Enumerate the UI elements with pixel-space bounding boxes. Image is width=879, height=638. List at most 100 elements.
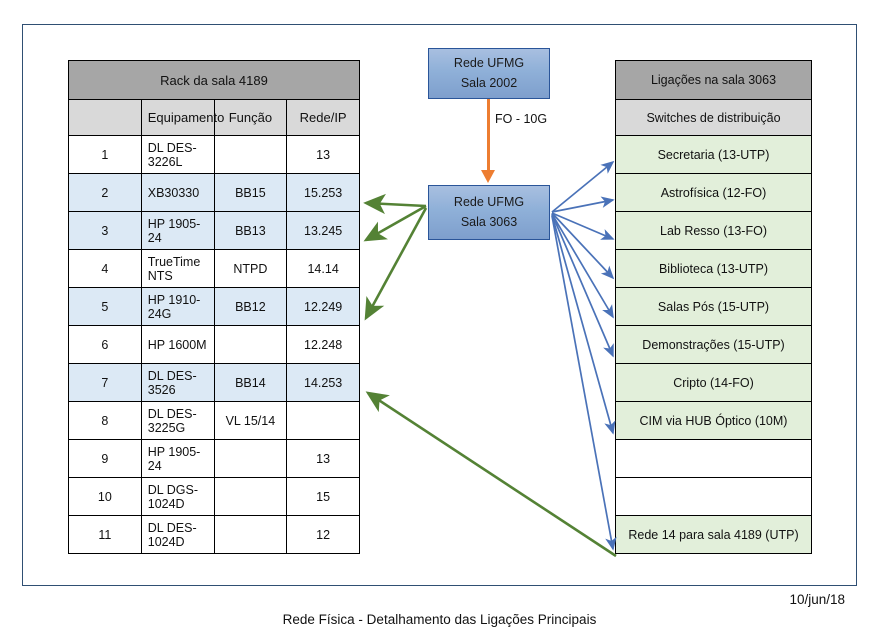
switch-row-label[interactable]: CIM via HUB Óptico (10M) [615, 401, 812, 440]
rack-cell-rede_ip: 13 [286, 439, 360, 478]
list-item: Astrofísica (12-FO) [615, 173, 812, 212]
node-2002-line1: Rede UFMG [453, 56, 525, 71]
list-item: Lab Resso (13-FO) [615, 211, 812, 250]
list-item: Rede 14 para sala 4189 (UTP) [615, 515, 812, 554]
rack-cell-rede_ip: 14.14 [286, 249, 360, 288]
rack-cell-idx: 10 [68, 477, 142, 516]
node-2002-line2: Sala 2002 [460, 75, 518, 90]
switch-row-label[interactable]: Secretaria (13-UTP) [615, 135, 812, 174]
table-header-row: Ligações na sala 3063 [615, 60, 812, 100]
rack-cell-idx: 9 [68, 439, 142, 478]
list-item [615, 439, 812, 478]
rack-cell-equipamento: DL DES-1024D [140, 515, 215, 554]
rack-cell-idx: 5 [68, 287, 142, 326]
rack-cell-rede_ip: 15 [286, 477, 360, 516]
diagram-caption: Rede Física - Detalhamento das Ligações … [282, 612, 597, 627]
rack-cell-idx: 11 [68, 515, 142, 554]
rack-cell-funcao: BB14 [213, 363, 288, 402]
node-rede-ufmg-sala-2002[interactable]: Rede UFMG Sala 2002 [428, 48, 550, 99]
switch-row-label[interactable]: Biblioteca (13-UTP) [615, 249, 812, 288]
ligacoes-table-subtitle: Switches de distribuição [615, 99, 812, 136]
date-label: 10/jun/18 [789, 592, 845, 607]
switch-row-label[interactable]: Lab Resso (13-FO) [615, 211, 812, 250]
list-item: Salas Pós (15-UTP) [615, 287, 812, 326]
node-rede-ufmg-sala-3063[interactable]: Rede UFMG Sala 3063 [428, 185, 550, 240]
rack-cell-idx: 7 [68, 363, 142, 402]
rack-cell-funcao: NTPD [213, 249, 288, 288]
rack-cell-equipamento: HP 1905-24 [140, 439, 215, 478]
switch-row-label[interactable]: Cripto (14-FO) [615, 363, 812, 402]
rack-cell-idx: 3 [68, 211, 142, 250]
rack-cell-funcao: BB13 [213, 211, 288, 250]
list-item: Cripto (14-FO) [615, 363, 812, 402]
rack-cell-equipamento: DL DES-3225G [140, 401, 215, 440]
ligacoes-table-title: Ligações na sala 3063 [615, 60, 812, 100]
rack-cell-equipamento: DL DES-3226L [140, 135, 215, 174]
list-item: Biblioteca (13-UTP) [615, 249, 812, 288]
rack-cell-rede_ip: 12.249 [286, 287, 360, 326]
rack-col-header-2: Função [213, 99, 288, 136]
rack-cell-rede_ip [286, 401, 360, 440]
rack-cell-funcao [213, 477, 288, 516]
list-item: CIM via HUB Óptico (10M) [615, 401, 812, 440]
rack-cell-idx: 6 [68, 325, 142, 364]
rack-cell-equipamento: DL DES-3526 [140, 363, 215, 402]
rack-cell-funcao [213, 439, 288, 478]
rack-cell-rede_ip: 12.248 [286, 325, 360, 364]
rack-cell-funcao [213, 135, 288, 174]
switch-row-label[interactable]: Astrofísica (12-FO) [615, 173, 812, 212]
rack-cell-funcao [213, 515, 288, 554]
rack-cell-funcao [213, 325, 288, 364]
table-subheader-row: Switches de distribuição [615, 99, 812, 136]
rack-cell-equipamento: DL DGS-1024D [140, 477, 215, 516]
uplink-line-fo-10g [487, 99, 490, 172]
uplink-arrowhead-icon [481, 170, 495, 183]
rack-cell-funcao: BB15 [213, 173, 288, 212]
rack-cell-rede_ip: 13.245 [286, 211, 360, 250]
list-item [615, 477, 812, 516]
table-header-row: Rack da sala 4189 [68, 60, 360, 100]
rack-table-title: Rack da sala 4189 [68, 60, 360, 100]
switch-row-label[interactable]: Salas Pós (15-UTP) [615, 287, 812, 326]
rack-cell-equipamento: XB30330 [140, 173, 215, 212]
rack-col-header-1: Equipamento [140, 99, 224, 136]
node-3063-line2: Sala 3063 [460, 214, 518, 229]
rack-cell-rede_ip: 12 [286, 515, 360, 554]
switch-row-empty [615, 439, 812, 478]
rack-cell-rede_ip: 13 [286, 135, 360, 174]
rack-cell-equipamento: HP 1910-24G [140, 287, 215, 326]
list-item: Secretaria (13-UTP) [615, 135, 812, 174]
rack-cell-rede_ip: 14.253 [286, 363, 360, 402]
rack-col-header-3: Rede/IP [286, 99, 360, 136]
rack-cell-idx: 8 [68, 401, 142, 440]
rack-col-header-0 [68, 99, 142, 136]
switch-row-label[interactable]: Rede 14 para sala 4189 (UTP) [615, 515, 812, 554]
rack-cell-equipamento: TrueTime NTS [140, 249, 215, 288]
rack-cell-idx: 1 [68, 135, 142, 174]
rack-cell-equipamento: HP 1905-24 [140, 211, 215, 250]
node-3063-line1: Rede UFMG [453, 195, 525, 210]
uplink-label: FO - 10G [495, 112, 548, 126]
rack-cell-idx: 2 [68, 173, 142, 212]
rack-cell-equipamento: HP 1600M [140, 325, 215, 364]
switch-row-label[interactable]: Demonstrações (15-UTP) [615, 325, 812, 364]
switch-row-empty [615, 477, 812, 516]
list-item: Demonstrações (15-UTP) [615, 325, 812, 364]
rack-cell-funcao: BB12 [213, 287, 288, 326]
rack-cell-rede_ip: 15.253 [286, 173, 360, 212]
